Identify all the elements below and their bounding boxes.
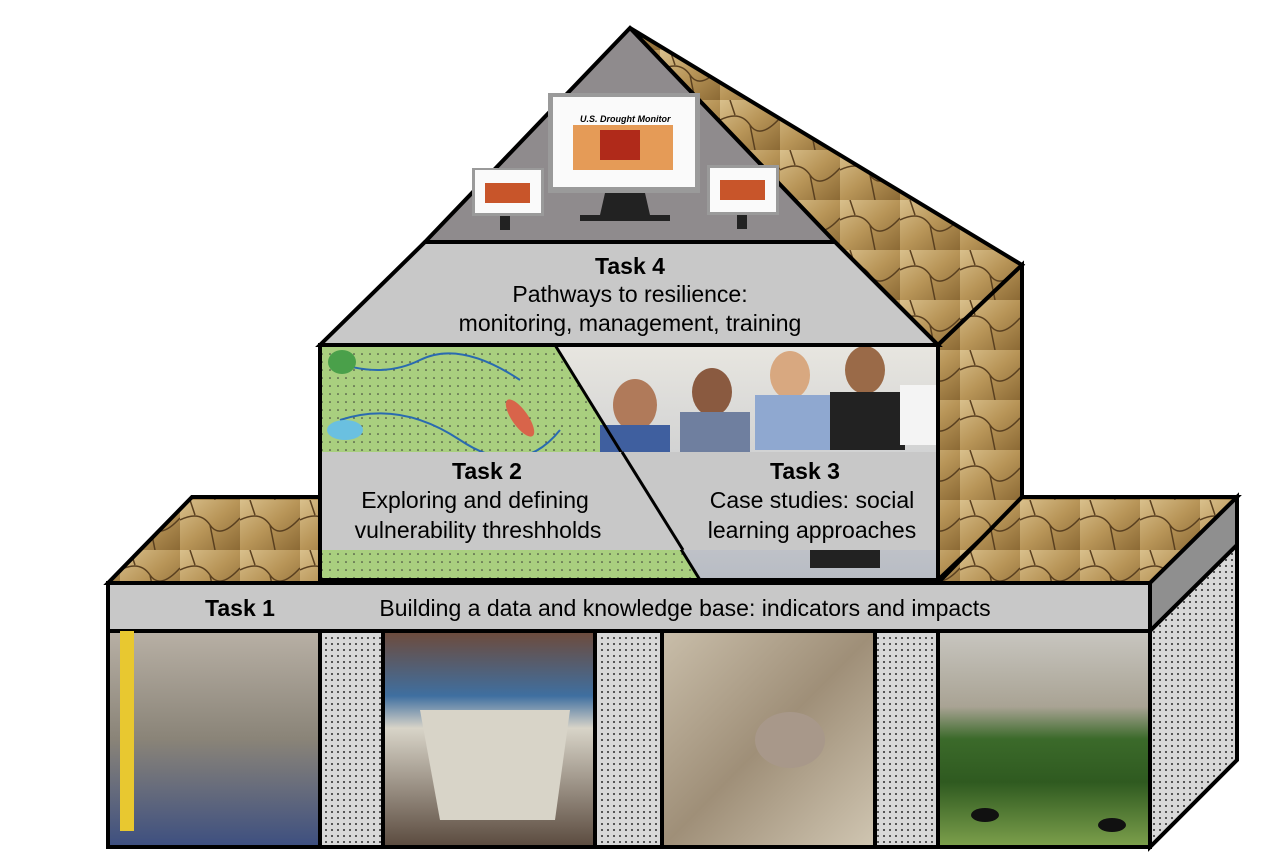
task3-line1: Case studies: social bbox=[710, 487, 915, 513]
task3-panel bbox=[622, 452, 938, 550]
task2-panel bbox=[320, 452, 683, 550]
drought-monitor-screens: U.S. Drought Monitor bbox=[472, 93, 779, 230]
task1-title: Task 1 bbox=[205, 595, 275, 621]
monitor-title: U.S. Drought Monitor bbox=[580, 114, 671, 124]
task2-title: Task 2 bbox=[452, 458, 522, 484]
task1-bar bbox=[106, 581, 1152, 633]
task4-line1: Pathways to resilience: bbox=[512, 281, 747, 307]
bottom-photo-row bbox=[106, 540, 1239, 852]
river-gauge-photo bbox=[106, 629, 322, 849]
left-block-top-earth bbox=[103, 495, 322, 585]
task3-title: Task 3 bbox=[770, 458, 840, 484]
task2-line2: vulnerability threshholds bbox=[355, 517, 602, 543]
task2-line1: Exploring and defining bbox=[361, 487, 589, 513]
task4-line2: monitoring, management, training bbox=[459, 310, 802, 336]
cattle-pasture-photo bbox=[936, 629, 1152, 849]
task4-title: Task 4 bbox=[595, 253, 665, 279]
task3-line2: learning approaches bbox=[708, 517, 916, 543]
task1-label: Building a data and knowledge base: indi… bbox=[379, 595, 990, 621]
